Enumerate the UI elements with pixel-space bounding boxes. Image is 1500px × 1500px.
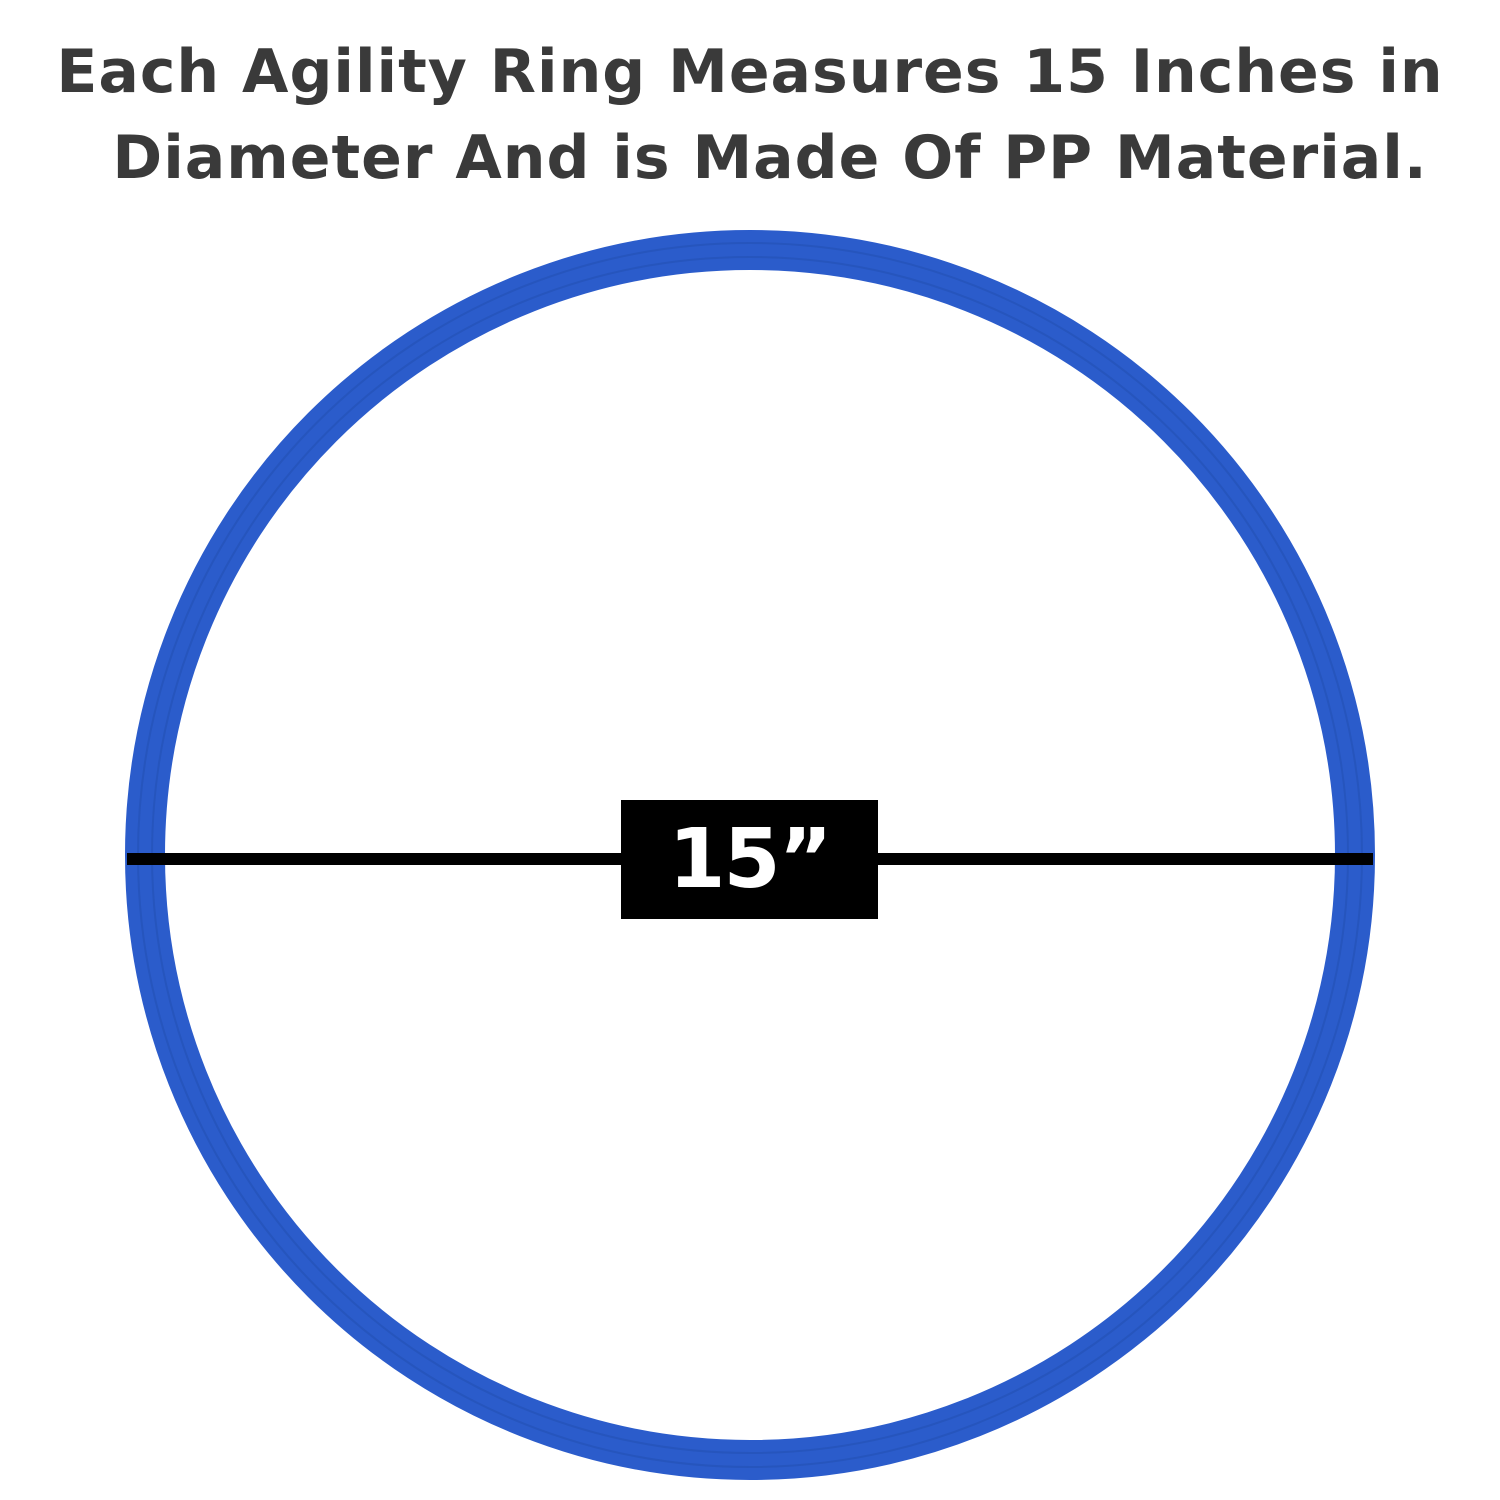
headline-line-2: Diameter And is Made Of PP Material. <box>112 123 1428 193</box>
dimension-label: 15” <box>668 812 832 907</box>
dimension-badge: 15” <box>621 800 878 919</box>
headline-line-1: Each Agility Ring Measures 15 Inches in <box>56 37 1444 107</box>
